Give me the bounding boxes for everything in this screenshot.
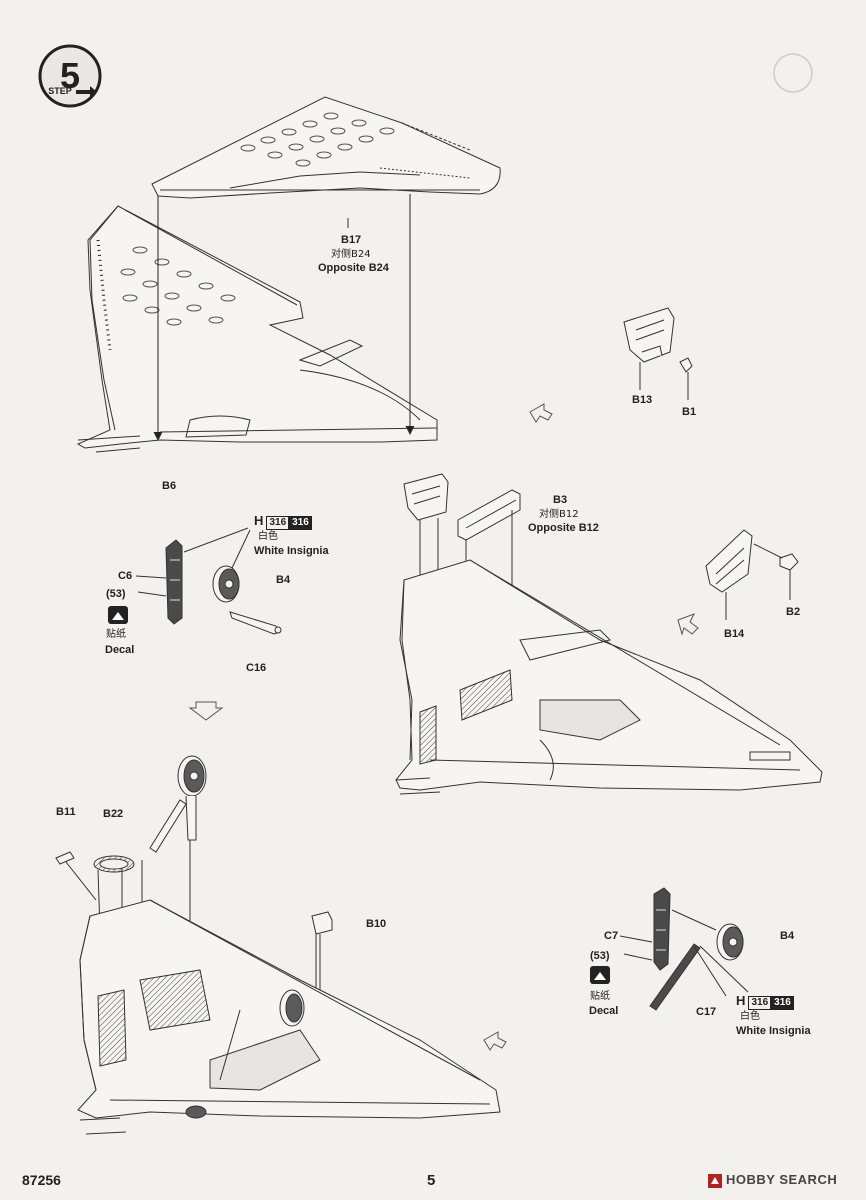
label-b17: B17 [341,234,362,246]
part-b13-group [623,307,693,400]
step-arrow-icon [76,86,97,98]
paint-left-code-a: 316 [266,516,290,530]
decal-right-number: (53) [590,950,610,962]
paint-left-letter: H [254,513,264,528]
watermark-text: HOBBY SEARCH [726,1172,838,1187]
label-b3-opposite: Opposite B12 [528,522,599,534]
decal-left-name: Decal [105,644,135,656]
label-b13: B13 [632,394,653,406]
label-c17: C17 [696,1006,717,1018]
right-gear-parts [619,887,749,1011]
label-b22: B22 [103,808,124,820]
bottom-left-wing-assembly [55,755,501,1135]
paint-right-code-a: 316 [748,996,772,1010]
stamp-mark [773,53,813,93]
label-c16: C16 [246,662,267,674]
label-c7: C7 [604,930,619,942]
label-b4-top: B4 [276,574,291,586]
paint-right-cn: 白色 [740,1011,760,1022]
decal-left-cn: 贴纸 [106,629,126,640]
kit-number: 87256 [22,1172,61,1188]
paint-left-cn: 白色 [258,531,278,542]
label-b11: B11 [56,806,76,818]
left-gear-parts [135,527,282,635]
decal-right-name: Decal [589,1005,619,1017]
step-badge: 5 STEP [38,44,102,108]
label-c6: C6 [118,570,133,582]
paint-right-code-b: 316 [771,996,794,1010]
part-b14-group [705,529,799,620]
label-b17-cn: 对侧B24 [331,249,371,260]
paint-left-name: White Insignia [254,545,329,557]
paint-left-code-b: 316 [289,516,312,530]
top-wing-assembly [76,96,501,453]
label-b3: B3 [553,494,568,506]
page-number: 5 [427,1172,436,1189]
label-b14: B14 [724,628,745,640]
step-number: 5 [60,55,80,96]
decal-left-number: (53) [106,588,126,600]
label-b17-opposite: Opposite B24 [318,262,389,274]
paint-right-letter: H [736,993,746,1008]
step-label: STEP [48,86,72,96]
right-wing-assembly [395,473,823,795]
decal-icon-left [108,606,128,624]
label-b1: B1 [682,406,697,418]
decal-icon-right [590,966,610,984]
paint-right-name: White Insignia [736,1025,811,1037]
label-b2: B2 [786,606,801,618]
label-b3-cn: 对侧B12 [539,509,579,520]
watermark-logo [708,1174,722,1188]
decal-right-cn: 贴纸 [590,991,610,1002]
direction-arrows [188,403,699,1051]
label-b10: B10 [366,918,387,930]
label-b6: B6 [162,480,177,492]
label-b4-bottom: B4 [780,930,795,942]
